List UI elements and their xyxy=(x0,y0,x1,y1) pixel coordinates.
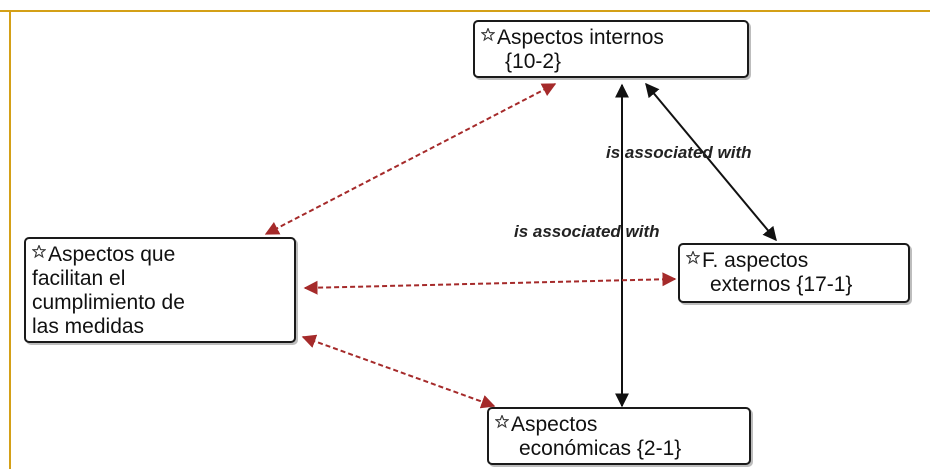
frame-left-border xyxy=(9,10,11,469)
node-label-line2: externos {17-1} xyxy=(710,273,853,296)
node-label-line2: {10-2} xyxy=(505,50,562,73)
frame-top-border xyxy=(0,10,930,12)
edge-externos-facilitan xyxy=(303,272,677,295)
node-label-line1: Aspectos que xyxy=(48,243,176,266)
node-label-line3: cumplimiento de xyxy=(32,291,185,314)
node-label-line4: las medidas xyxy=(32,315,145,338)
star-icon xyxy=(495,415,509,429)
node-label-line1: Aspectos internos xyxy=(497,26,664,49)
node-aspectos-internos[interactable]: Aspectos internos {10-2} xyxy=(473,20,749,78)
node-label-line1: Aspectos xyxy=(511,413,598,436)
star-icon xyxy=(686,251,700,265)
node-label-line2: facilitan el xyxy=(32,267,126,290)
node-label-line2: económicas {2-1} xyxy=(519,437,682,460)
star-icon xyxy=(32,245,46,259)
node-aspectos-economicas[interactable]: Aspectos económicas {2-1} xyxy=(487,407,751,465)
edge-label-top: is associated with xyxy=(606,143,752,162)
edge-label-middle: is associated with xyxy=(514,222,660,241)
edge-internos-facilitan xyxy=(264,83,557,235)
node-aspectos-facilitan[interactable]: Aspectos que facilitan el cumplimiento d… xyxy=(24,237,296,343)
node-label-line1: F. aspectos xyxy=(702,249,809,272)
edge-facilitan-economicas xyxy=(301,334,496,409)
star-icon xyxy=(481,28,495,42)
edge-internos-externos xyxy=(645,82,777,242)
node-aspectos-externos[interactable]: F. aspectos externos {17-1} xyxy=(678,243,910,303)
